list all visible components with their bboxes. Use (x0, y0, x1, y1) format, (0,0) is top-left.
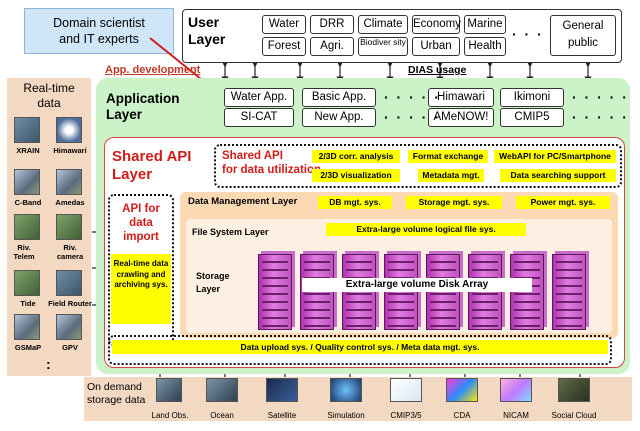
tag-logical-file-sys: Extra-large volume logical file sys. (326, 223, 526, 236)
callout-line1: Domain scientist (53, 16, 145, 30)
himawari-photo (56, 117, 82, 143)
gsmap-photo (14, 314, 40, 340)
nicam-photo (500, 378, 532, 402)
realtime-label-himawari: Himawari (53, 146, 87, 155)
app-box-water-app[interactable]: Water App. (224, 88, 294, 107)
upload-system-box (108, 335, 612, 365)
od-label-ocean: Ocean (210, 411, 234, 420)
ocean-photo (206, 378, 238, 402)
user-box-water[interactable]: Water (262, 15, 306, 34)
amedas-photo (56, 169, 82, 195)
on-demand-title: On demand storage data (87, 381, 146, 406)
gpv-photo (56, 314, 82, 340)
storage-rack (384, 254, 418, 330)
app-box-himawari[interactable]: Himawari (428, 88, 494, 107)
storage-rack (468, 254, 502, 330)
app-more-dots-4: · · · · · (572, 109, 629, 125)
xrain-photo (14, 117, 40, 143)
tag-webapi: WebAPI for PC/Smartphone (494, 150, 616, 163)
storage-layer-title: Storage Layer (196, 271, 230, 294)
app-box-new-app[interactable]: New App. (302, 108, 376, 127)
storage-rack (426, 254, 460, 330)
realtime-label-amedas: Amedas (55, 198, 85, 207)
app-more-dots-1: · · · · · (384, 89, 441, 105)
od-label-cda: CDA (453, 411, 471, 420)
cmip-photo (390, 378, 422, 402)
river-telemeter-photo (14, 214, 40, 240)
storage-rack (300, 254, 334, 330)
realtime-crawling-system: Real-time data crawling and archiving sy… (111, 254, 171, 324)
app-more-dots-2: · · · · · (384, 109, 441, 125)
storage-rack (258, 254, 292, 330)
river-camera-photo (56, 214, 82, 240)
tag-metadata-mgt: Metadata mgt. (418, 169, 484, 182)
tag-corr-analysis: 2/3D corr. analysis (312, 150, 400, 163)
realtime-label-riv-telem: Riv. Telem (13, 243, 35, 261)
od-label-satellite: Satellite (267, 411, 297, 420)
satellite-photo (266, 378, 298, 402)
user-box-economy[interactable]: Economy (412, 15, 461, 34)
callout-line2: and IT experts (59, 32, 139, 46)
user-box-agri[interactable]: Agri. (310, 37, 354, 56)
tag-format-exchange: Format exchange (408, 150, 488, 163)
od-label-nicam: NICAM (503, 411, 529, 420)
social-cloud-photo (558, 378, 590, 402)
tide-photo (14, 270, 40, 296)
tag-power-mgt: Power mgt. sys. (516, 196, 610, 209)
dias-usage-label: DIAS usage (408, 64, 467, 76)
realtime-label-gpv: GPV (62, 343, 78, 352)
user-layer-title: User Layer (188, 14, 226, 47)
od-label-cmip: CMIP3/5 (390, 411, 422, 420)
realtime-data-title: Real-time data (23, 81, 75, 110)
od-label-simulation: Simulation (327, 411, 365, 420)
shared-api-layer-title: Shared API Layer (112, 148, 192, 183)
disk-array-label: Extra-large volume Disk Array (302, 278, 532, 292)
user-box-marine[interactable]: Marine (464, 15, 506, 34)
user-box-climate[interactable]: Climate (358, 15, 408, 34)
storage-rack (552, 254, 586, 330)
od-label-social-cloud: Social Cloud (551, 411, 597, 420)
simulation-photo (330, 378, 362, 402)
data-utilization-box (214, 144, 622, 188)
application-layer-title: Application Layer (106, 91, 180, 122)
upload-system-label: Data upload sys. / Quality control sys. … (112, 340, 608, 354)
realtime-label-c-band: C-Band (14, 198, 42, 207)
data-import-title: API for data import (122, 203, 160, 243)
app-box-ikimoni[interactable]: Ikimoni (500, 88, 564, 107)
data-utilization-title: Shared API for data utilization (222, 150, 322, 176)
app-box-cmip5[interactable]: CMIP5 (500, 108, 564, 127)
land-obs-photo (156, 378, 182, 402)
tag-visualization: 2/3D visualization (312, 169, 400, 182)
realtime-label-xrain: XRAIN (16, 146, 40, 155)
user-box-biodiversity[interactable]: Biodiver sity (358, 37, 408, 56)
callout-domain-scientists: Domain scientist and IT experts (24, 8, 174, 54)
c-band-photo (14, 169, 40, 195)
disk-array (258, 250, 598, 332)
cda-photo (446, 378, 478, 402)
realtime-label-gsmap: GSMaP (14, 343, 42, 352)
user-box-drr[interactable]: DRR (310, 15, 354, 34)
user-box-general-public[interactable]: General public (550, 15, 616, 56)
user-box-forest[interactable]: Forest (262, 37, 306, 56)
realtime-label-tide: Tide (20, 299, 36, 308)
realtime-label-riv-camera: Riv. camera (56, 243, 84, 261)
app-box-basic-app[interactable]: Basic App. (302, 88, 376, 107)
app-more-dots-3: · · · · · (572, 89, 629, 105)
od-label-land-obs: Land Obs. (151, 411, 189, 420)
field-router-photo (56, 270, 82, 296)
tag-data-searching: Data searching support (500, 169, 616, 182)
file-system-layer-title: File System Layer (192, 227, 269, 237)
app-box-amenow[interactable]: AMeNOW! (428, 108, 494, 127)
app-box-si-cat[interactable]: SI-CAT (224, 108, 294, 127)
user-box-health[interactable]: Health (464, 37, 506, 56)
data-management-layer-title: Data Management Layer (188, 196, 298, 207)
storage-rack (342, 254, 376, 330)
storage-rack (510, 254, 544, 330)
realtime-label-field-router: Field Router (48, 299, 92, 308)
app-development-label: App. development (105, 64, 201, 76)
tag-db-mgt: DB mgt. sys. (318, 196, 392, 209)
realtime-more: : (46, 356, 51, 372)
tag-storage-mgt: Storage mgt. sys. (406, 196, 502, 209)
user-box-urban[interactable]: Urban (412, 37, 460, 56)
